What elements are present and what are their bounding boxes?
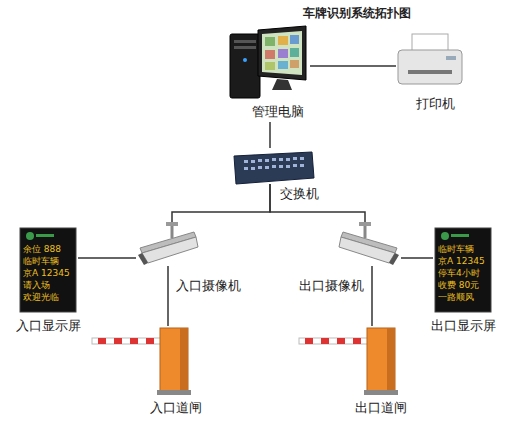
screen-tile xyxy=(290,48,299,57)
screen-text: 临时车辆 xyxy=(23,256,59,267)
device-node: 打印机 xyxy=(396,30,464,90)
network-cable xyxy=(270,184,365,222)
screen-text: 余位 888 xyxy=(23,244,61,255)
network-cable xyxy=(269,122,271,148)
screen-text: 京A 12345 xyxy=(438,256,485,267)
device-label: 交换机 xyxy=(280,186,319,202)
screen-text: 停车4小时 xyxy=(438,268,480,279)
diagram-title: 车牌识别系统拓扑图 xyxy=(303,6,411,21)
device-node: 入口摄像机 xyxy=(136,222,200,266)
device-node: 入口道闸 xyxy=(90,326,190,394)
screen-tile xyxy=(278,36,288,45)
camera-icon xyxy=(138,222,198,265)
screen-tile xyxy=(278,61,288,69)
display-screen xyxy=(435,228,491,312)
display-logo xyxy=(451,234,469,237)
device-label: 入口显示屏 xyxy=(16,318,81,334)
display-logo xyxy=(441,232,449,240)
device-label: 出口道闸 xyxy=(355,400,407,416)
pc-drive xyxy=(234,40,256,43)
screen-text: 临时车辆 xyxy=(438,244,474,255)
pc-tower xyxy=(230,34,260,98)
device-label: 管理电脑 xyxy=(252,104,304,120)
device-node: 交换机 xyxy=(232,148,316,184)
device-node: 出口摄像机 xyxy=(337,222,401,266)
network-cable xyxy=(167,266,169,326)
screen-tile xyxy=(265,62,275,70)
barrier-gate xyxy=(92,328,191,395)
network-cable xyxy=(371,266,373,326)
display-screen xyxy=(20,228,76,312)
screen-tile xyxy=(265,50,275,59)
screen-text: 收费 80元 xyxy=(438,280,479,291)
printer-slot xyxy=(408,70,452,74)
device-label: 打印机 xyxy=(416,96,455,112)
network-cable xyxy=(172,184,270,222)
screen-tile xyxy=(265,37,275,46)
screen-tile xyxy=(290,35,299,44)
switch-body xyxy=(234,152,314,184)
printer-panel xyxy=(446,56,456,60)
camera-icon xyxy=(339,222,399,265)
device-node: 管理电脑 xyxy=(226,24,310,122)
screen-text: 请入场 xyxy=(23,280,50,291)
screen-text: 京A 12345 xyxy=(23,268,70,279)
pc-led xyxy=(243,58,247,62)
monitor-frame xyxy=(258,26,306,80)
monitor-screen xyxy=(262,31,302,75)
switch-ports xyxy=(244,157,304,170)
device-label: 入口道闸 xyxy=(150,400,202,416)
device-node: 出口道闸 xyxy=(297,326,397,394)
network-cable xyxy=(78,257,136,259)
network-cable xyxy=(310,65,396,67)
device-label: 入口摄像机 xyxy=(176,278,241,294)
monitor-stand xyxy=(272,79,292,90)
barrier-gate xyxy=(299,328,398,395)
screen-text: 欢迎光临 xyxy=(23,292,59,303)
device-label: 出口显示屏 xyxy=(431,318,496,334)
display-logo xyxy=(26,232,34,240)
network-cable xyxy=(401,257,433,259)
printer-body xyxy=(398,50,462,84)
pc-drive xyxy=(234,46,256,49)
display-logo xyxy=(36,234,54,237)
device-label: 出口摄像机 xyxy=(299,278,364,294)
screen-text: 一路顺风 xyxy=(438,292,474,303)
screen-tile xyxy=(290,60,299,68)
screen-tile xyxy=(278,49,288,58)
